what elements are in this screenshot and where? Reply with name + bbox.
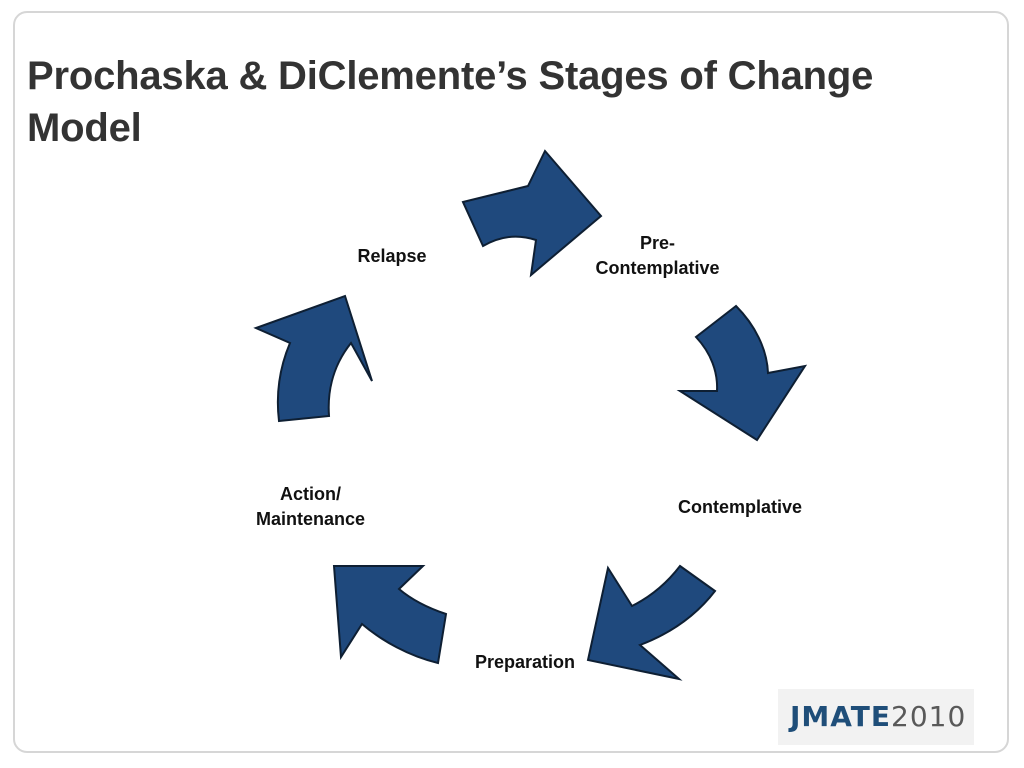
arrow-contemplative-to-preparation	[586, 564, 717, 681]
stage-pre-contemplative-line-2: Contemplative	[595, 258, 720, 278]
logo-brand: JMATE	[790, 700, 892, 733]
stage-action-maintenance-line-2: Maintenance	[255, 509, 366, 529]
stage-action-maintenance: Action/ Maintenance	[238, 482, 383, 532]
stage-contemplative-line-1: Contemplative	[677, 497, 803, 517]
arrow-preparation-to-action	[332, 565, 448, 665]
jmate-logo-text: JMATE2010	[790, 701, 966, 733]
jmate-logo: JMATE2010	[778, 689, 974, 745]
stage-pre-contemplative: Pre- Contemplative	[575, 231, 740, 281]
stage-contemplative: Contemplative	[660, 495, 820, 520]
stage-preparation: Preparation	[455, 650, 595, 675]
slide-title: Prochaska & DiClemente’s Stages of Chang…	[27, 54, 874, 150]
logo-year: 2010	[891, 700, 967, 733]
arrow-action-to-relapse	[253, 294, 373, 423]
stage-action-maintenance-line-1: Action/	[280, 484, 341, 504]
stage-preparation-line-1: Preparation	[474, 652, 576, 672]
arrow-relapse-to-pre-contemplative	[461, 149, 603, 278]
stage-pre-contemplative-line-1: Pre-	[639, 233, 675, 253]
stage-relapse-line-1: Relapse	[357, 246, 427, 266]
slide-frame	[13, 11, 1009, 753]
stage-relapse: Relapse	[337, 244, 447, 269]
arrow-pre-contemplative-to-contemplative	[676, 304, 808, 442]
